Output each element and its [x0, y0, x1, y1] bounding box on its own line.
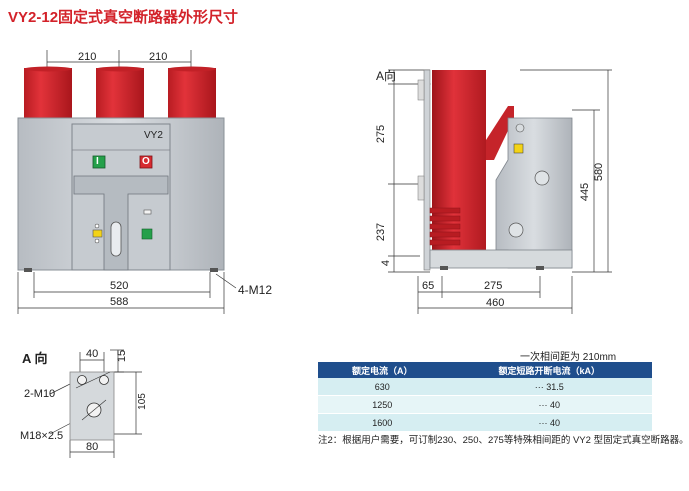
side-front-plate [423, 69, 431, 271]
side-right-dimensions [520, 69, 612, 273]
table-header-breaking: 额定短路开断电流（kA） [446, 362, 652, 378]
dim-width-inner: 520 [110, 280, 129, 292]
detail-bolt-small-label: 2-M10 [24, 388, 56, 400]
table-header-current: 额定电流（A） [318, 362, 447, 378]
front-pole-left [24, 68, 72, 120]
dim-pole-spacing-1: 210 [78, 51, 97, 63]
table-cell: ··· 31.5 [446, 378, 652, 396]
footnote: 注2：根据用户需要，可订制230、250、275等特殊相间距的 VY2 型固定式… [318, 435, 689, 446]
side-warning-label [513, 143, 524, 154]
dim-detail-bottom-width: 80 [86, 441, 99, 453]
side-pole-column [432, 70, 486, 250]
dim-side-depth: 460 [486, 297, 505, 309]
table-cell: 630 [318, 378, 447, 396]
front-pole-mid [96, 68, 144, 120]
dim-side-mid: 445 [579, 182, 592, 202]
dim-detail-top-height: 15 [116, 349, 129, 363]
drawing-canvas [17, 50, 612, 458]
front-bottom-dimension [17, 272, 237, 314]
side-left-dimensions [388, 69, 430, 273]
dim-pole-spacing-2: 210 [149, 51, 168, 63]
side-mechanism-housing [495, 117, 573, 269]
side-base [429, 249, 573, 269]
phase-spacing-note: 一次相间距为 210mm [520, 352, 617, 363]
page-title: VY2-12固定式真空断路器外形尺寸 [8, 9, 239, 26]
table-cell: 1600 [318, 413, 447, 432]
open-button[interactable] [139, 155, 153, 169]
table-row: 630 ··· 31.5 [318, 378, 652, 396]
table-cell: ··· 40 [446, 395, 652, 414]
detail-bolt-large-label: M18×2.5 [20, 430, 64, 442]
dim-side-pitch: 275 [484, 280, 503, 292]
detail-bolt-hole-left [77, 375, 87, 385]
dim-width-total: 588 [110, 296, 129, 308]
status-indicator-green [141, 228, 153, 240]
table-row: 1600 ··· 40 [318, 413, 652, 432]
side-view-label: A向 [376, 69, 397, 83]
open-button-label: O [142, 156, 150, 167]
counter-window [92, 229, 103, 238]
manual-handle-slot[interactable] [110, 221, 122, 257]
detail-bolt-hole-right [99, 375, 109, 385]
close-button-label: I [96, 156, 99, 167]
spec-table: 额定电流（A） 额定短路开断电流（kA） 630 ··· 31.5 1250 ·… [318, 362, 652, 432]
dim-side-lower: 237 [375, 222, 388, 242]
dim-mounting-holes: 4-M12 [238, 283, 273, 297]
dim-side-upper: 275 [375, 124, 388, 144]
dim-side-offset: 65 [422, 280, 435, 292]
close-button[interactable] [92, 155, 106, 169]
dim-detail-side-height: 105 [136, 393, 148, 410]
table-row: 1250 ··· 40 [318, 395, 652, 414]
front-pole-right [168, 68, 216, 120]
dim-side-total-height: 580 [593, 162, 606, 182]
front-nameplate: VY2 [144, 130, 163, 141]
detail-view-label: A 向 [22, 351, 48, 366]
dim-side-base: 4 [380, 259, 393, 267]
table-cell: 1250 [318, 395, 447, 414]
table-cell: ··· 40 [446, 413, 652, 432]
side-bottom-dimensions [417, 276, 573, 314]
dim-detail-top-width: 40 [86, 348, 99, 360]
side-pole-sheds [429, 207, 461, 246]
front-t-slot [73, 175, 169, 271]
